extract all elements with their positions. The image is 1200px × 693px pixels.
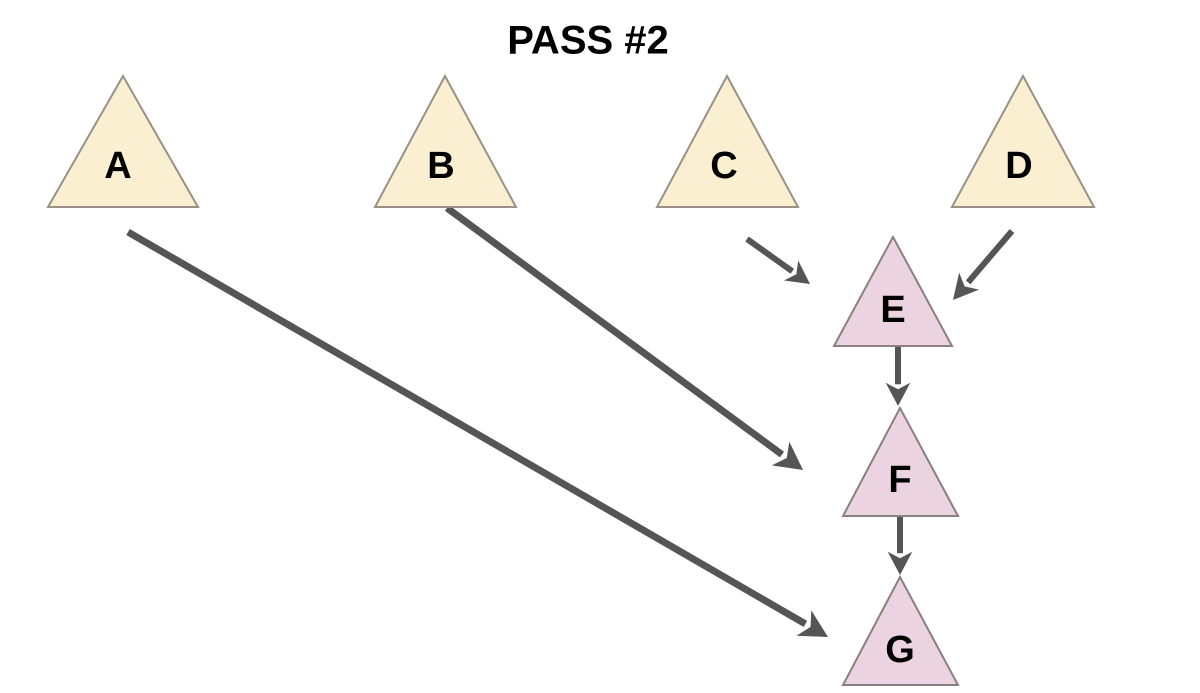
arrow-head-icon bbox=[885, 382, 911, 406]
nodes-layer: A B C D E F G bbox=[46, 73, 1096, 686]
triangle-shape[interactable] bbox=[950, 73, 1096, 208]
node-label: G bbox=[885, 629, 915, 671]
node-c[interactable]: C bbox=[655, 73, 800, 208]
node-d[interactable]: D bbox=[950, 73, 1096, 208]
edge-line bbox=[444, 205, 785, 458]
triangle-shape[interactable] bbox=[841, 574, 960, 686]
arrow-head-icon bbox=[887, 551, 913, 575]
node-f[interactable]: F bbox=[841, 405, 960, 517]
node-label: B bbox=[427, 145, 454, 187]
edge-b-to-f bbox=[444, 205, 803, 470]
edge-line bbox=[745, 236, 795, 274]
arrow-head-icon bbox=[783, 260, 810, 284]
node-label: A bbox=[104, 145, 131, 187]
triangle-shape[interactable] bbox=[655, 73, 800, 208]
node-b[interactable]: B bbox=[373, 73, 518, 208]
triangle-shape[interactable] bbox=[832, 234, 954, 347]
node-g[interactable]: G bbox=[841, 574, 960, 686]
arrow-head-icon bbox=[796, 610, 828, 637]
node-a[interactable]: A bbox=[46, 73, 200, 208]
node-label: E bbox=[880, 289, 905, 331]
edge-c-to-e bbox=[745, 236, 810, 284]
arrow-head-icon bbox=[953, 272, 980, 300]
node-label: D bbox=[1005, 145, 1032, 187]
edge-line bbox=[965, 229, 1015, 285]
arrow-head-icon bbox=[771, 441, 803, 470]
page-title: PASS #2 bbox=[507, 19, 669, 63]
edge-e-to-f bbox=[885, 346, 911, 406]
node-e[interactable]: E bbox=[832, 234, 954, 347]
triangle-shape[interactable] bbox=[373, 73, 518, 208]
edge-a-to-g bbox=[126, 228, 828, 637]
node-label: C bbox=[710, 145, 737, 187]
node-label: F bbox=[888, 459, 911, 501]
triangle-shape[interactable] bbox=[46, 73, 200, 208]
edge-d-to-e bbox=[953, 229, 1015, 300]
triangle-shape[interactable] bbox=[841, 405, 960, 517]
edge-line bbox=[126, 228, 808, 627]
edges-layer bbox=[126, 205, 1015, 637]
edge-f-to-g bbox=[887, 516, 913, 575]
